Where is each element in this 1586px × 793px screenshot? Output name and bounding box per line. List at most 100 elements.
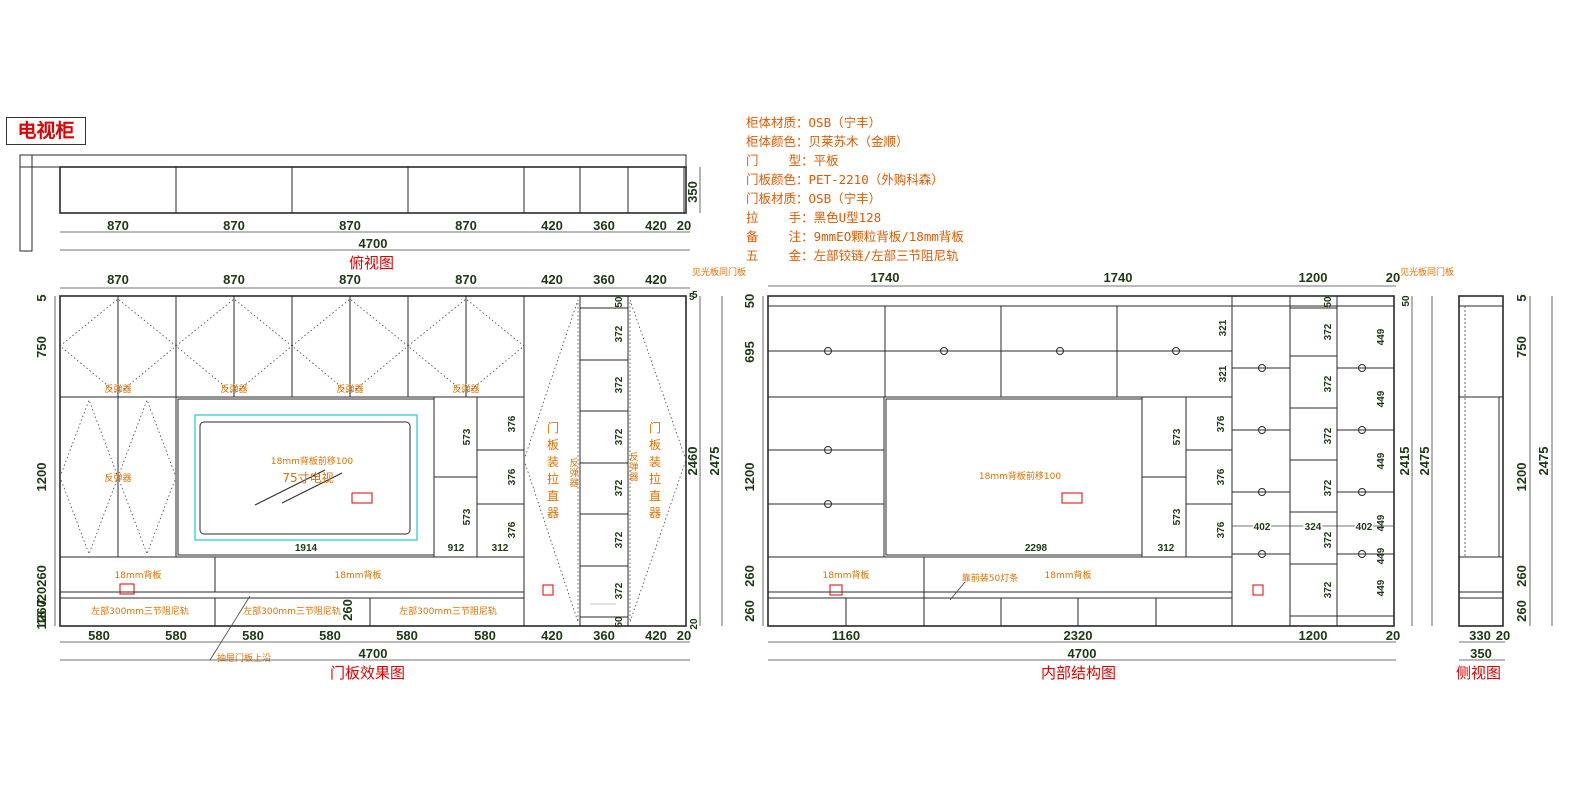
side-view-total-width: 350	[1470, 646, 1492, 661]
tv-back-panel	[194, 414, 418, 541]
tv-glare	[281, 472, 343, 504]
door-col-height: 372	[614, 376, 625, 393]
internal-total-width: 4700	[1068, 646, 1097, 661]
door-corner-dim: 5	[692, 290, 698, 301]
knob-icon	[1258, 426, 1266, 434]
door-total-width: 4700	[359, 646, 388, 661]
internal-left-height: 1200	[742, 463, 757, 492]
internal-inner-height: 573	[1172, 508, 1183, 525]
led-strip-label: 靠前装50灯条	[962, 572, 1018, 584]
spec-label: 柜体颜色：	[746, 134, 809, 149]
rebounder-vertical-label: 反 弹 器	[629, 452, 638, 483]
door-bottom-width: 420	[541, 628, 563, 643]
internal-inner-height: 321	[1218, 365, 1229, 382]
door-left-height: 1	[34, 622, 49, 629]
spec-label: 门板材质：	[746, 191, 809, 206]
rail-label: 左部300mm三节阻尼轨	[399, 605, 497, 617]
knob-icon	[824, 446, 832, 454]
door-shelf-height: 376	[507, 415, 518, 432]
top-view-width-label: 870	[455, 218, 477, 233]
internal-col-height: 372	[1323, 427, 1334, 444]
top-view-width-label: 420	[541, 218, 563, 233]
internal-col-height2: 449	[1376, 579, 1387, 596]
internal-col-height: 372	[1323, 323, 1334, 340]
internal-back-panel: 18mm背板	[823, 569, 870, 581]
caption-internal-view: 内部结构图	[1041, 664, 1117, 682]
internal-col-dim: 402	[1356, 522, 1373, 533]
internal-col-height2: 449	[1376, 547, 1387, 564]
top-view-width-label: 870	[223, 218, 245, 233]
internal-top-width: 1740	[1104, 270, 1133, 285]
door-mid-dim: 312	[492, 543, 509, 554]
internal-right-height: 2415	[1397, 447, 1412, 476]
side-view-width: 20	[1496, 628, 1510, 643]
door-swing-mark	[117, 398, 177, 556]
spec-row: 拉 手：黑色U型128	[746, 208, 964, 227]
socket-mark	[829, 584, 843, 596]
door-col-height: 372	[614, 428, 625, 445]
knob-icon	[1358, 364, 1366, 372]
door-bottom-width: 580	[88, 628, 110, 643]
internal-top-width: 1200	[1299, 270, 1328, 285]
rebounder-label: 反弹器	[104, 383, 131, 395]
socket-mark	[1061, 492, 1083, 504]
internal-inner-height: 376	[1216, 468, 1227, 485]
door-swing-mark	[407, 298, 525, 395]
drawing-title: 电视柜	[6, 117, 86, 145]
spec-row: 五 金：左部铰链/左部三节阻尼轨	[746, 246, 964, 265]
spec-value: 左部铰链/左部三节阻尼轨	[813, 248, 959, 263]
door-pull-char: 门	[649, 420, 661, 435]
spec-label: 拉 手：	[746, 210, 814, 225]
door-left-height: 5	[34, 294, 49, 301]
door-pull-char: 板	[649, 438, 661, 452]
internal-col-height2: 449	[1376, 328, 1387, 345]
door-pull-char: 直	[649, 489, 661, 503]
side-view-height: 5	[1514, 294, 1529, 301]
spec-value: 9mmEO颗粒背板/18mm背板	[813, 229, 964, 244]
spec-value: 贝莱苏木（金顺）	[808, 134, 909, 149]
door-col-height: 50	[614, 616, 625, 628]
door-shelf-height: 376	[507, 521, 518, 538]
internal-inner-height: 321	[1218, 319, 1229, 336]
top-view-wall-side	[19, 154, 33, 252]
door-bottom-width: 580	[474, 628, 496, 643]
door-swing-mark	[629, 299, 687, 623]
internal-right-small: 50	[1401, 295, 1412, 307]
socket-mark	[1252, 584, 1264, 596]
door-pull-char: 直	[547, 489, 559, 503]
caption-top-view: 俯视图	[349, 254, 395, 272]
door-col-height: 372	[614, 325, 625, 342]
internal-inner-height: 573	[1172, 428, 1183, 445]
rebounder-char: 器	[629, 472, 638, 483]
internal-tv-note: 18mm背板前移100	[979, 470, 1061, 482]
rebounder-char: 弹	[569, 467, 578, 479]
rebounder-char: 反	[629, 452, 638, 463]
door-top-width: 870	[107, 272, 129, 287]
door-right-height: 2460	[685, 447, 700, 476]
door-left-height: 7	[34, 599, 49, 606]
door-shelf-height: 573	[462, 428, 473, 445]
top-view-wall-top	[19, 154, 687, 168]
spec-value: PET-2210（外购科森）	[808, 172, 944, 187]
tv-glare	[254, 469, 326, 506]
caption-door-view: 门板效果图	[330, 664, 406, 682]
leader-line	[949, 581, 966, 601]
spec-label: 柜体材质：	[746, 115, 809, 130]
top-view-width-label: 20	[677, 218, 691, 233]
internal-col-height2: 449	[1376, 514, 1387, 531]
socket-mark	[351, 492, 373, 504]
back-panel-label: 18mm背板	[115, 569, 162, 581]
internal-left-height: 50	[742, 294, 757, 308]
door-top-width: 360	[593, 272, 615, 287]
side-view-height: 1200	[1514, 463, 1529, 492]
knob-icon	[1172, 347, 1180, 355]
door-left-height: 18	[34, 611, 49, 625]
internal-left-height: 260	[742, 565, 757, 587]
internal-corner-note: 见光板同门板	[1400, 266, 1454, 278]
internal-mid-dim: 312	[1158, 543, 1175, 554]
spec-row: 门板材质：OSB（宁丰）	[746, 189, 964, 208]
door-pull-char: 拉	[547, 471, 559, 486]
spec-label: 五 金：	[746, 248, 814, 263]
spec-row: 门板颜色：PET-2210（外购科森）	[746, 170, 964, 189]
